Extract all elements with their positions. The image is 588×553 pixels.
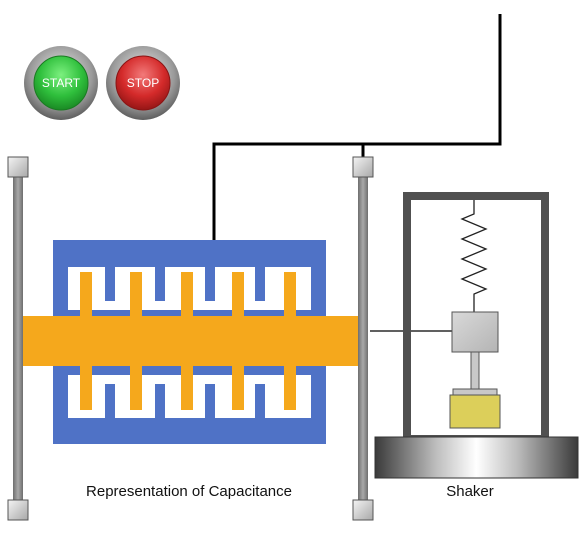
right-rail-bottom-cap <box>352 499 374 521</box>
start-button[interactable]: START <box>24 46 98 120</box>
moving-comb-spine <box>23 316 358 366</box>
wire-to-electrode <box>212 14 502 241</box>
right-rail-bar <box>358 166 368 507</box>
capacitance-caption: Representation of Capacitance <box>86 483 292 500</box>
shaker-caption: Shaker <box>446 483 494 500</box>
stem-foot <box>452 388 498 396</box>
shaker <box>374 192 579 479</box>
stop-button[interactable]: STOP <box>106 46 180 120</box>
upper-fixed-teeth <box>105 267 265 301</box>
stop-button-face <box>115 55 171 111</box>
seismic-mass <box>451 311 499 353</box>
right-rail-top-cap <box>352 156 374 178</box>
signal-wires <box>212 14 502 241</box>
left-rail <box>7 156 29 521</box>
left-rail-top-cap <box>7 156 29 178</box>
start-button-label: START <box>42 76 81 90</box>
right-rail <box>352 156 374 521</box>
left-rail-bottom-cap <box>7 499 29 521</box>
lower-fixed-teeth <box>105 384 265 418</box>
capacitor-comb <box>23 240 358 444</box>
stop-button-label: STOP <box>127 76 159 90</box>
spring <box>460 200 488 312</box>
base-block <box>449 394 501 429</box>
start-button-face <box>33 55 89 111</box>
left-rail-bar <box>13 166 23 507</box>
moving-comb <box>23 272 358 410</box>
shaker-table <box>374 436 579 479</box>
mass-stem <box>470 351 480 392</box>
